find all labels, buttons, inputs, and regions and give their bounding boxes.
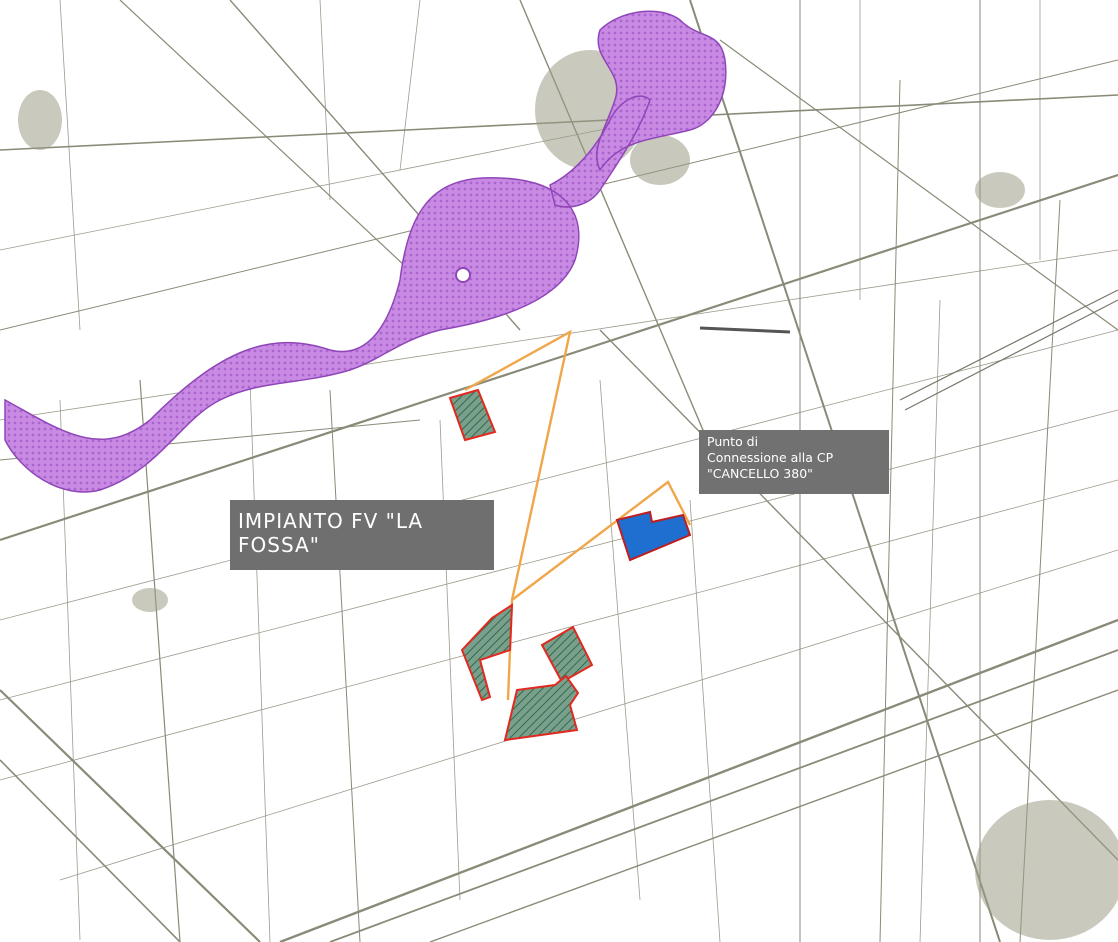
flood-zone-area [4, 10, 727, 493]
plant-label-line-2: FOSSA" [238, 533, 320, 557]
connection-label-line-3: "CANCELLO 380" [707, 466, 813, 481]
substation-area [615, 510, 692, 562]
connection-point-label: Punto di Connessione alla CP "CANCELLO 3… [699, 430, 889, 494]
plant-center-marker [455, 267, 471, 283]
pv-field-west [460, 603, 514, 702]
pv-field-north [448, 388, 497, 442]
plant-label-line-1: IMPIANTO FV "LA [238, 509, 424, 533]
pv-fields [448, 388, 594, 742]
connection-label-line-1: Punto di [707, 434, 759, 449]
pv-field-center [540, 625, 594, 684]
settlements [18, 50, 1118, 940]
connection-label-line-2: Connessione alla CP [707, 450, 834, 465]
railway [699, 289, 1118, 411]
pv-field-south [503, 674, 580, 742]
plant-label: IMPIANTO FV "LA FOSSA" [230, 500, 494, 570]
